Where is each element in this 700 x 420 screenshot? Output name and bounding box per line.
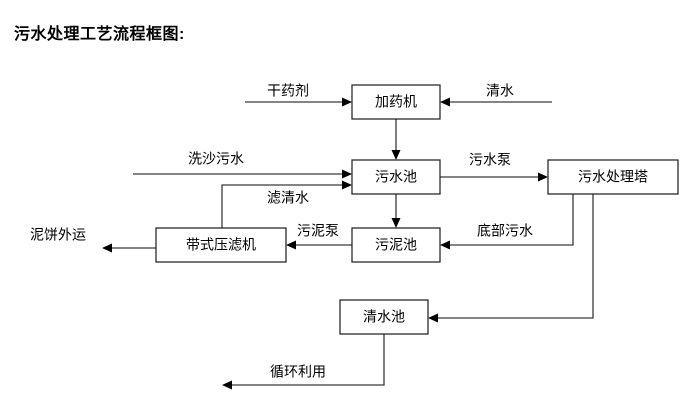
edge-label-dry-chemical: 干药剂	[267, 83, 309, 99]
node-belt-filter-press-box	[155, 227, 287, 263]
edge-tower-to-clean-pool-line	[434, 194, 594, 319]
node-label-belt-filter-press: 带式压滤机	[186, 237, 256, 253]
arrowhead-right	[342, 169, 352, 179]
node-label-dosing-machine: 加药机	[375, 94, 417, 110]
arrowhead-right	[342, 97, 352, 107]
edge-label-clear-water: 清水	[486, 83, 514, 99]
edge-clear-water: 清水	[440, 83, 552, 107]
node-label-sludge-pool: 污泥池	[375, 237, 417, 253]
arrowhead-left	[440, 97, 450, 107]
edge-label-filtrate-return: 滤清水	[267, 190, 309, 206]
node-label-treatment-tower: 污水处理塔	[578, 169, 648, 185]
node-label-clean-water-pool: 清水池	[363, 309, 405, 325]
edge-label-sewage-pump: 污水泵	[469, 152, 511, 168]
edge-label-recycle-reuse: 循环利用	[270, 364, 326, 380]
edge-dosing-to-sewage-pool	[391, 119, 401, 160]
arrowhead-down	[391, 150, 401, 160]
node-sludge-pool[interactable]: 污泥池	[351, 227, 441, 263]
node-treatment-tower-box	[547, 159, 679, 195]
arrowhead-left	[428, 313, 438, 323]
edge-sand-wash-water: 洗沙污水	[133, 151, 352, 179]
edge-tower-to-clean-pool	[428, 194, 594, 323]
edge-bottom-sewage-line	[446, 194, 574, 246]
arrowhead-right	[538, 172, 548, 182]
edge-sludge-pump: 污泥泵	[286, 223, 352, 250]
arrowhead-right	[342, 180, 352, 190]
edge-recycle-reuse: 循环利用	[222, 334, 385, 390]
page-title: 污水处理工艺流程框图:	[14, 26, 185, 43]
node-clean-water-pool[interactable]: 清水池	[339, 299, 429, 335]
edge-sewage-to-sludge-pool	[391, 194, 401, 228]
arrowhead-left	[222, 380, 232, 390]
edge-label-sludge-pump: 污泥泵	[297, 223, 339, 239]
edge-bottom-sewage: 底部污水	[440, 194, 574, 250]
node-sewage-pool-box	[351, 159, 441, 195]
node-treatment-tower[interactable]: 污水处理塔	[547, 159, 679, 195]
node-dosing-machine-box	[351, 84, 441, 120]
arrowhead-left	[102, 243, 112, 253]
node-sewage-pool[interactable]: 污水池	[351, 159, 441, 195]
edge-label-mud-cake-output: 泥饼外运	[30, 227, 86, 243]
edge-dry-chemical: 干药剂	[245, 83, 352, 107]
edge-mud-cake-output: 泥饼外运	[30, 227, 156, 253]
arrowhead-left	[440, 240, 450, 250]
node-dosing-machine[interactable]: 加药机	[351, 84, 441, 120]
edge-filtrate-return-line	[221, 184, 346, 228]
edge-label-sand-wash-water: 洗沙污水	[188, 151, 244, 167]
edge-sewage-pump: 污水泵	[440, 152, 548, 182]
node-clean-water-pool-box	[339, 299, 429, 335]
node-belt-filter-press[interactable]: 带式压滤机	[155, 227, 287, 263]
edge-label-bottom-sewage: 底部污水	[477, 223, 533, 239]
node-sludge-pool-box	[351, 227, 441, 263]
edge-recycle-reuse-line	[228, 334, 385, 386]
node-label-sewage-pool: 污水池	[375, 169, 417, 185]
arrowhead-left	[286, 240, 296, 250]
arrowhead-down	[391, 218, 401, 228]
edge-filtrate-return: 滤清水	[221, 180, 352, 228]
